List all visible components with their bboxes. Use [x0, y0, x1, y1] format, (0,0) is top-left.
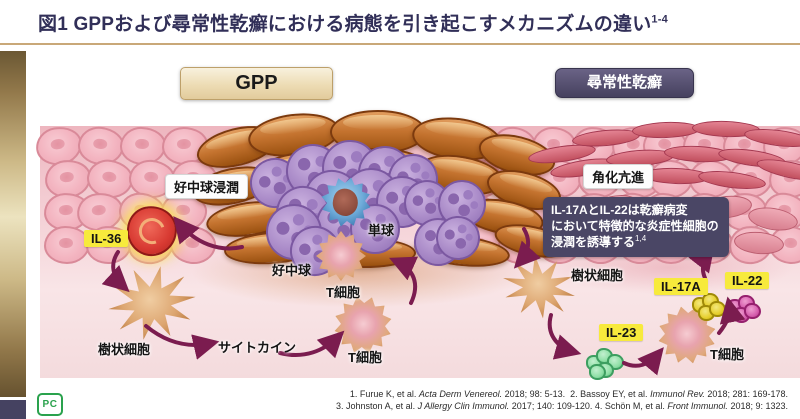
- label-t-cell-lower: T細胞: [348, 350, 382, 365]
- reference-line-1: 1. Furue K, et al. Acta Derm Venereol. 2…: [349, 389, 788, 399]
- tag-il17a: IL-17A: [654, 278, 708, 295]
- reference-line-2: 3. Johnston A, et al. J Allergy Clin Imm…: [336, 400, 788, 411]
- label-t-cell-upper: T細胞: [326, 285, 360, 300]
- label-neutrophil: 好中球: [272, 263, 312, 278]
- label-dendritic-cell-left: 樹状細胞: [98, 342, 151, 357]
- info-box-line3: 浸潤を誘導する1,4: [551, 234, 647, 250]
- label-cytokine: サイトカイン: [218, 340, 297, 355]
- psoriasis-header: 尋常性乾癬: [555, 68, 694, 98]
- tag-il23: IL-23: [599, 324, 644, 341]
- label-dendritic-cell-right: 樹状細胞: [571, 268, 624, 283]
- left-bar-footer: [0, 400, 26, 419]
- references: 1. Furue K, et al. Acta Derm Venereol. 2…: [336, 389, 788, 412]
- il23-molecule: [589, 364, 606, 380]
- page-title-citation: 1-4: [651, 13, 668, 26]
- label-t-cell-right: T細胞: [710, 347, 744, 362]
- info-box-line2: において特徴的な炎症性細胞の: [551, 219, 719, 234]
- page-title-text: 図1 GPPおよび尋常性乾癬における病態を引き起こすメカニズムの違い: [38, 14, 652, 35]
- label-hyperkeratosis: 角化亢進: [583, 164, 654, 189]
- tag-il22: IL-22: [725, 272, 770, 289]
- title-divider: [0, 43, 800, 45]
- il17a-molecule: [709, 301, 726, 317]
- info-box: IL-17AとIL-22は乾癬病変 において特徴的な炎症性細胞の 浸潤を誘導する…: [543, 197, 729, 257]
- left-gradient-bar: [0, 51, 26, 397]
- label-neutrophil-infiltration: 好中球浸潤: [165, 174, 249, 199]
- gpp-header: GPP: [180, 67, 333, 100]
- il22-molecule: [744, 303, 761, 319]
- tag-il36: IL-36: [84, 230, 129, 247]
- dendritic-cell: [103, 260, 200, 346]
- label-monocyte: 単球: [368, 223, 395, 238]
- page-title: 図1 GPPおよび尋常性乾癬における病態を引き起こすメカニズムの違い1-4: [38, 9, 668, 36]
- pc-logo[interactable]: PC: [37, 393, 63, 416]
- info-box-line1: IL-17AとIL-22は乾癬病変: [551, 203, 688, 217]
- info-box-citation: 1,4: [635, 234, 647, 244]
